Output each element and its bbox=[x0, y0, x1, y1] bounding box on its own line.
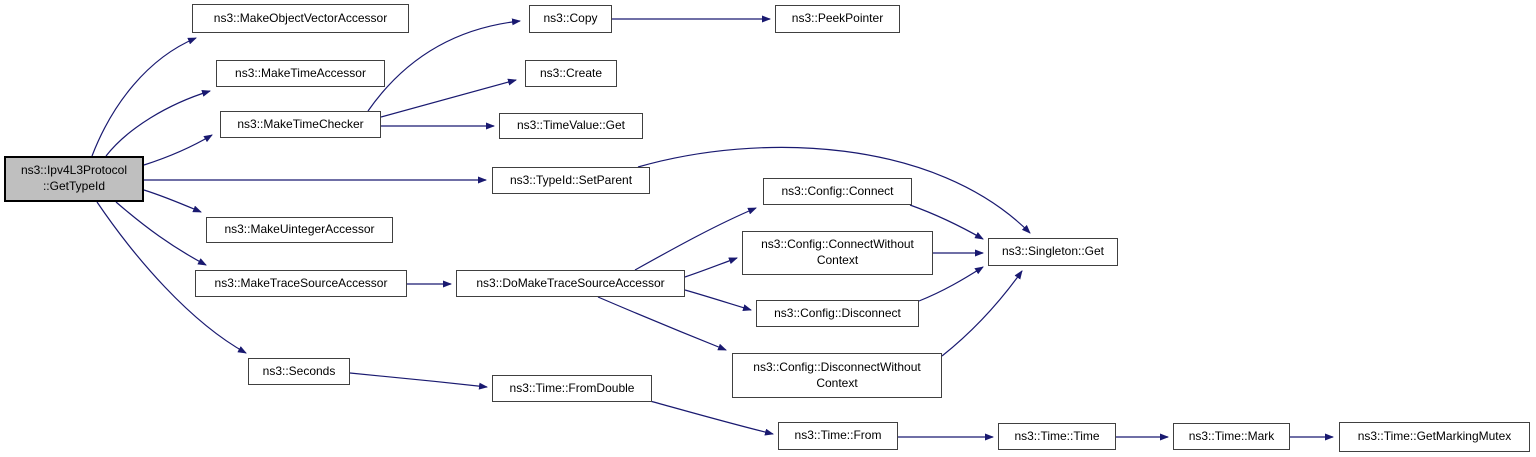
edge-gettypeid-maketimechecker bbox=[143, 134, 213, 166]
node-ns3-config-disconnect[interactable]: ns3::Config::Disconnect bbox=[756, 300, 919, 327]
node-ns3-makeobjectvectoraccessor[interactable]: ns3::MakeObjectVectorAccessor bbox=[192, 4, 409, 33]
edge-gettypeid-makeuintegeraccessor bbox=[143, 189, 202, 213]
edge-domaketracesourceaccessor-config-disconnectwithoutcontext bbox=[597, 296, 727, 351]
edge-typeid-setparent-singleton-get bbox=[637, 146, 1031, 234]
edge-gettypeid-seconds bbox=[96, 201, 247, 354]
node-ns3-time-getmarkingmutex[interactable]: ns3::Time::GetMarkingMutex bbox=[1339, 422, 1530, 452]
edge-maketimechecker-create bbox=[380, 78, 517, 118]
node-ns3-makeuintegeraccessor[interactable]: ns3::MakeUintegerAccessor bbox=[206, 217, 393, 243]
node-ns3-time-from[interactable]: ns3::Time::From bbox=[778, 422, 898, 450]
edge-domaketracesourceaccessor-config-connect bbox=[634, 207, 757, 271]
edge-config-disconnectwithoutcontext-singleton-get bbox=[941, 270, 1023, 357]
node-ns3-time-fromdouble[interactable]: ns3::Time::FromDouble bbox=[492, 375, 652, 402]
edge-config-connect-singleton-get bbox=[909, 204, 984, 240]
edge-gettypeid-maketimeaccessor bbox=[105, 90, 211, 157]
node-ns3-config-connect[interactable]: ns3::Config::Connect bbox=[763, 178, 912, 205]
node-ns3-ipv4l3protocol-gettypeid: ns3::Ipv4L3Protocol ::GetTypeId bbox=[4, 156, 144, 202]
edge-gettypeid-makeobjectvectoraccessor bbox=[91, 37, 197, 157]
node-ns3-typeid-setparent[interactable]: ns3::TypeId::SetParent bbox=[492, 167, 650, 194]
edge-domaketracesourceaccessor-config-connectwithoutcontext bbox=[684, 257, 738, 278]
node-ns3-seconds[interactable]: ns3::Seconds bbox=[248, 358, 350, 385]
node-ns3-maketracesourceaccessor[interactable]: ns3::MakeTraceSourceAccessor bbox=[195, 270, 407, 297]
node-ns3-domaketracesourceaccessor[interactable]: ns3::DoMakeTraceSourceAccessor bbox=[456, 270, 685, 297]
edge-time-fromdouble-time-from bbox=[649, 400, 774, 436]
node-ns3-maketimeaccessor[interactable]: ns3::MakeTimeAccessor bbox=[216, 60, 385, 87]
edge-domaketracesourceaccessor-config-disconnect bbox=[684, 289, 752, 312]
edge-seconds-time-fromdouble bbox=[349, 372, 488, 390]
node-ns3-peekpointer[interactable]: ns3::PeekPointer bbox=[775, 5, 900, 33]
edge-gettypeid-maketracesourceaccessor bbox=[115, 201, 207, 266]
node-ns3-config-connectwithoutcontext[interactable]: ns3::Config::ConnectWithout Context bbox=[742, 231, 933, 275]
edge-config-disconnect-singleton-get bbox=[918, 266, 984, 302]
node-ns3-timevalue-get[interactable]: ns3::TimeValue::Get bbox=[499, 113, 643, 139]
node-ns3-copy[interactable]: ns3::Copy bbox=[529, 5, 612, 33]
node-ns3-create[interactable]: ns3::Create bbox=[525, 60, 617, 87]
node-ns3-time-mark[interactable]: ns3::Time::Mark bbox=[1173, 423, 1290, 450]
node-ns3-maketimechecker[interactable]: ns3::MakeTimeChecker bbox=[220, 111, 381, 138]
node-ns3-config-disconnectwithoutcontext[interactable]: ns3::Config::DisconnectWithout Context bbox=[732, 353, 942, 398]
node-ns3-singleton-get[interactable]: ns3::Singleton::Get bbox=[988, 238, 1118, 266]
edge-maketimechecker-copy bbox=[367, 18, 521, 112]
node-ns3-time-time[interactable]: ns3::Time::Time bbox=[998, 423, 1116, 450]
